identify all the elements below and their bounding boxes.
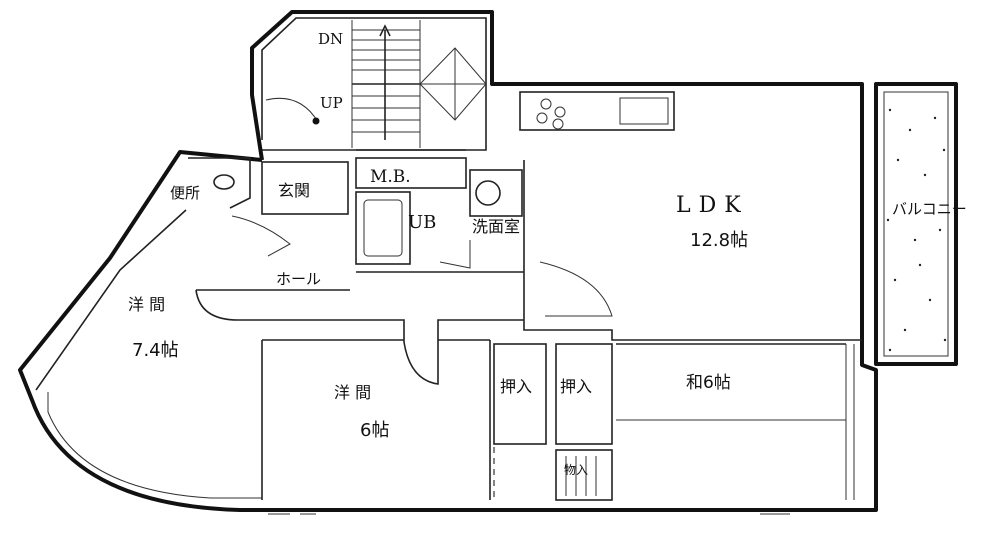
western-room-1-label: 洋 間 [128,295,165,314]
toilet-label: 便所 [170,184,200,202]
balcony-inner [883,91,949,357]
balcony-dots [886,108,947,352]
stairs-down-label: DN [318,30,343,48]
entrance-label: 玄関 [278,181,310,200]
western-room-1-size-label: 7.4帖 [132,340,179,361]
stair-door-swing [265,97,319,123]
western-room-1-curve [47,392,262,499]
balcony-label: バルコニー [892,200,967,218]
washroom-area [439,160,525,272]
western-room-2-label: 洋 間 [334,383,371,402]
ldk-size-label: 12.8帖 [690,230,748,251]
closet-1-label: 押入 [500,377,532,396]
ldk-label: LDK [676,193,749,218]
stairs-up-label: UP [320,94,343,112]
western-room-2-size-label: 6帖 [360,420,389,441]
kitchen-counter [519,91,675,131]
storage-label: 物入 [564,463,588,477]
entrance-outline [261,161,349,215]
unit-bath-label: UB [408,212,436,233]
meter-box-label: M.B. [370,167,411,187]
stairs [351,20,487,148]
western-room-1-wall [35,209,187,391]
hall-label: ホール [276,270,321,288]
washroom-label: 洗面室 [472,217,520,236]
ldk-door-swing [539,261,613,317]
storage-area [555,449,613,501]
japanese-room-fittings [616,343,855,500]
toilet-area [188,157,291,257]
ldk-partition [523,272,862,341]
stair-post [312,117,320,125]
japanese-room-label: 和6帖 [686,373,731,393]
balcony-outline [874,82,958,366]
exterior-walls [18,10,958,512]
hall-outline [195,289,524,385]
meter-box-outline [355,157,467,189]
unit-bath-area [355,191,524,273]
closet-2-label: 押入 [560,377,592,396]
closets [493,343,613,498]
